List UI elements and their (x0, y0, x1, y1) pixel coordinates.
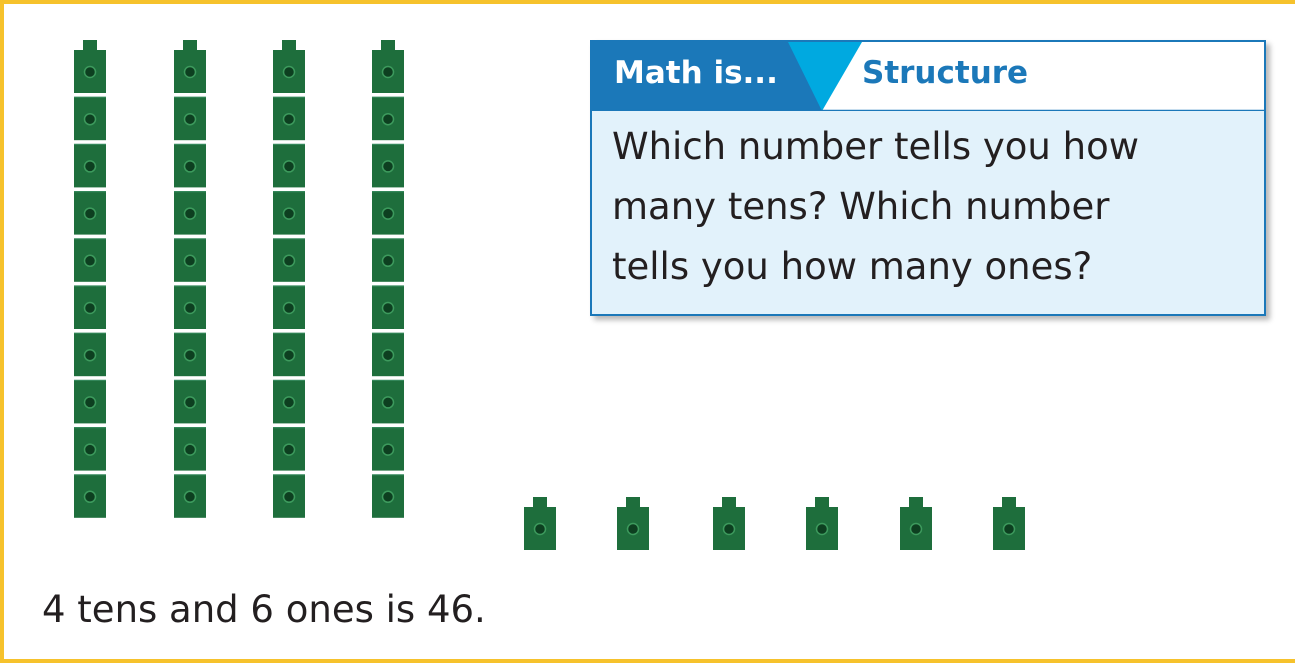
connecting-cube (273, 40, 305, 93)
connecting-cube (372, 191, 404, 235)
connecting-cube (74, 380, 106, 424)
connecting-cube (74, 333, 106, 377)
connecting-cube (372, 144, 404, 188)
connecting-cube (372, 97, 404, 141)
callout-question-line: many tens? Which number (612, 185, 1110, 228)
connecting-cube (524, 497, 556, 550)
connecting-cube (174, 427, 206, 471)
connecting-cube (273, 333, 305, 377)
connecting-cube (713, 497, 745, 550)
callout-topic: Structure (862, 55, 1029, 91)
connecting-cube (900, 497, 932, 550)
connecting-cube (273, 97, 305, 141)
tens-rod (74, 40, 106, 518)
tens-rod (372, 40, 404, 518)
connecting-cube (74, 238, 106, 282)
connecting-cube (273, 191, 305, 235)
connecting-cube (174, 333, 206, 377)
callout-header-banner (592, 42, 1264, 111)
connecting-cube (74, 97, 106, 141)
connecting-cube (273, 286, 305, 329)
connecting-cube (174, 380, 206, 424)
connecting-cube (617, 497, 649, 550)
connecting-cube (372, 40, 404, 93)
connecting-cube (273, 427, 305, 471)
connecting-cube (806, 497, 838, 550)
tens-rod (273, 40, 305, 518)
connecting-cube (372, 286, 404, 329)
connecting-cube (74, 427, 106, 471)
connecting-cube (174, 191, 206, 235)
callout-label: Math is... (614, 55, 778, 91)
callout-question-line: tells you how many ones? (612, 245, 1093, 288)
connecting-cube (174, 144, 206, 188)
tens-rod (174, 40, 206, 518)
connecting-cube (74, 286, 106, 329)
connecting-cube (273, 144, 305, 188)
connecting-cube (372, 474, 404, 518)
callout-question: Which number tells you how many tens? Wh… (612, 117, 1252, 297)
connecting-cube (372, 427, 404, 471)
connecting-cube (372, 238, 404, 282)
caption-sentence: 4 tens and 6 ones is 46. (42, 588, 486, 631)
connecting-cube (174, 97, 206, 141)
connecting-cube (273, 238, 305, 282)
callout-question-line: Which number tells you how (612, 125, 1139, 168)
connecting-cube (74, 474, 106, 518)
connecting-cube (174, 40, 206, 93)
connecting-cube (174, 238, 206, 282)
connecting-cube (273, 380, 305, 424)
connecting-cube (74, 40, 106, 93)
connecting-cube (372, 380, 404, 424)
connecting-cube (74, 191, 106, 235)
connecting-cube (174, 474, 206, 518)
connecting-cube (372, 333, 404, 377)
connecting-cube (174, 286, 206, 329)
callout-header: Math is... Structure (592, 42, 1264, 111)
connecting-cube (273, 474, 305, 518)
connecting-cube (74, 144, 106, 188)
connecting-cube (993, 497, 1025, 550)
math-is-callout: Math is... Structure Which number tells … (590, 40, 1266, 316)
